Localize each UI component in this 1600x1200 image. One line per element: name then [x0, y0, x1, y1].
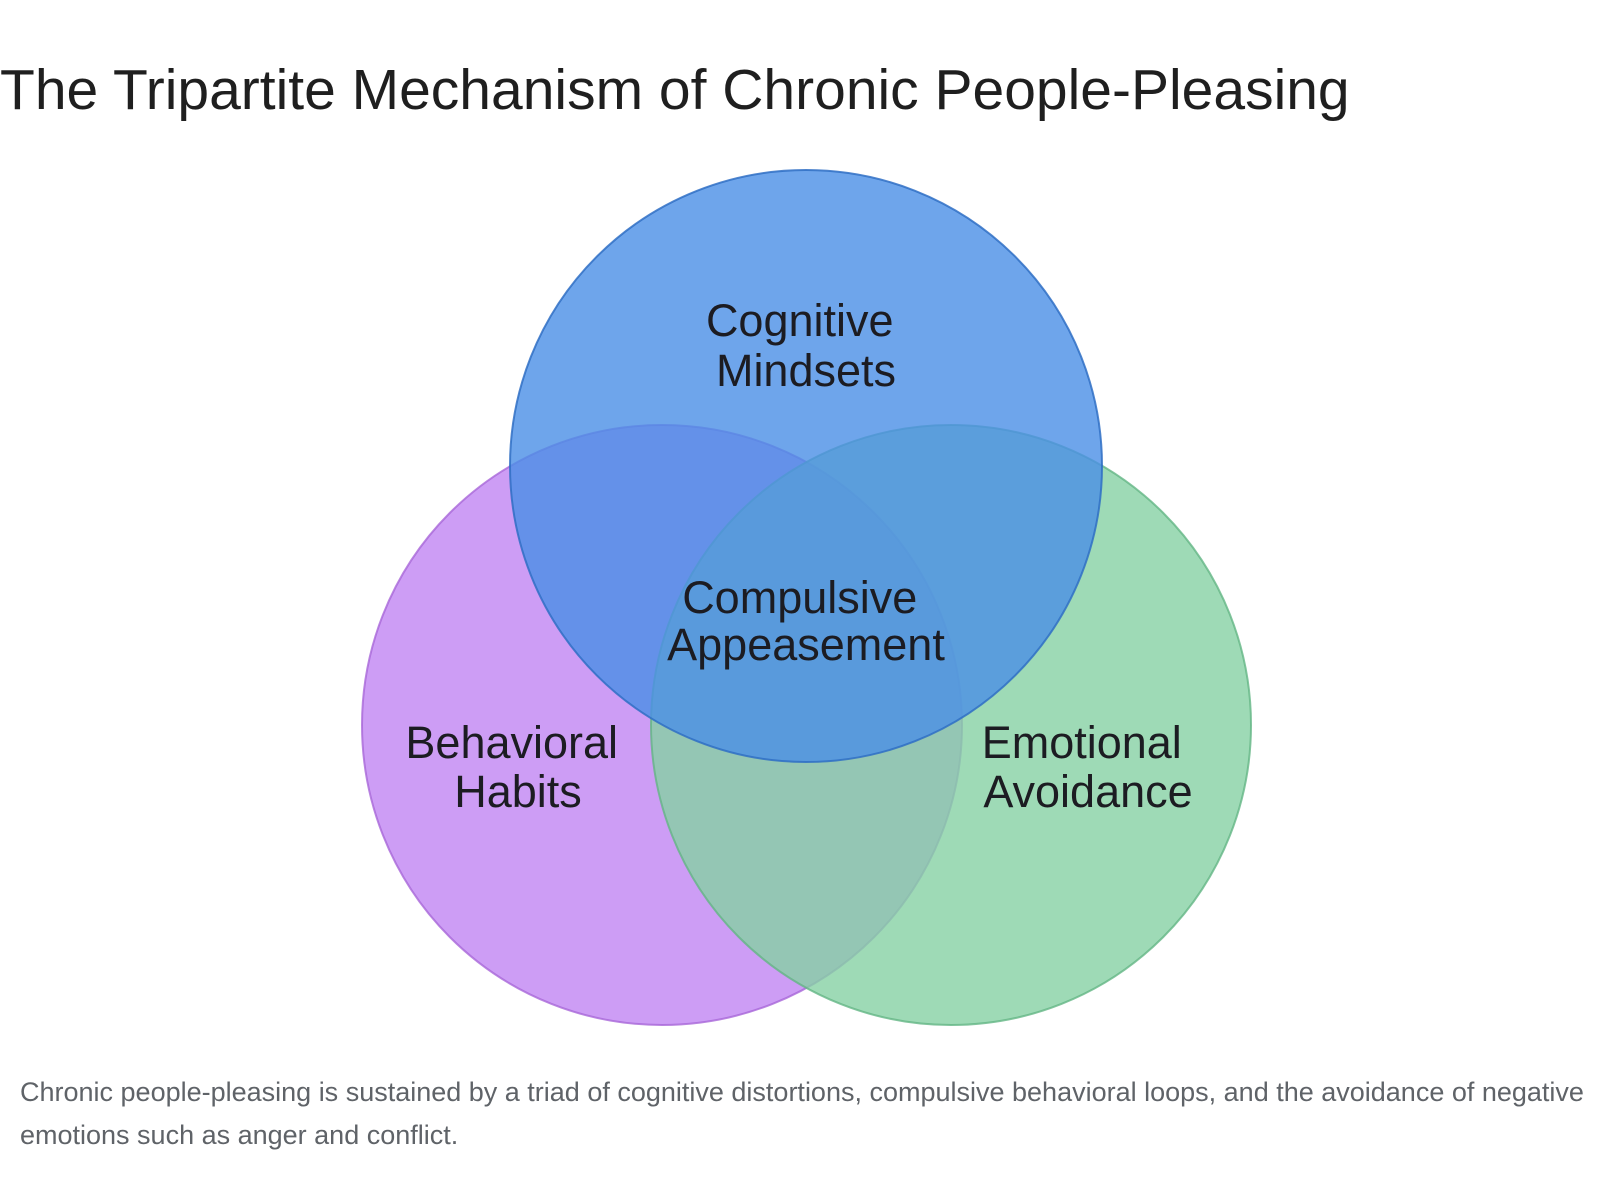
- label-cognitive: Cognitive Mindsets: [706, 295, 906, 396]
- label-behavioral: Behavioral Habits: [405, 717, 630, 817]
- circle-cognitive: [509, 169, 1103, 763]
- label-emotional: Emotional Avoidance: [982, 717, 1195, 817]
- diagram-caption: Chronic people-pleasing is sustained by …: [20, 1077, 1584, 1150]
- label-center: Compulsive Appeasement: [667, 572, 945, 670]
- page-title: The Tripartite Mechanism of Chronic Peop…: [0, 58, 1350, 122]
